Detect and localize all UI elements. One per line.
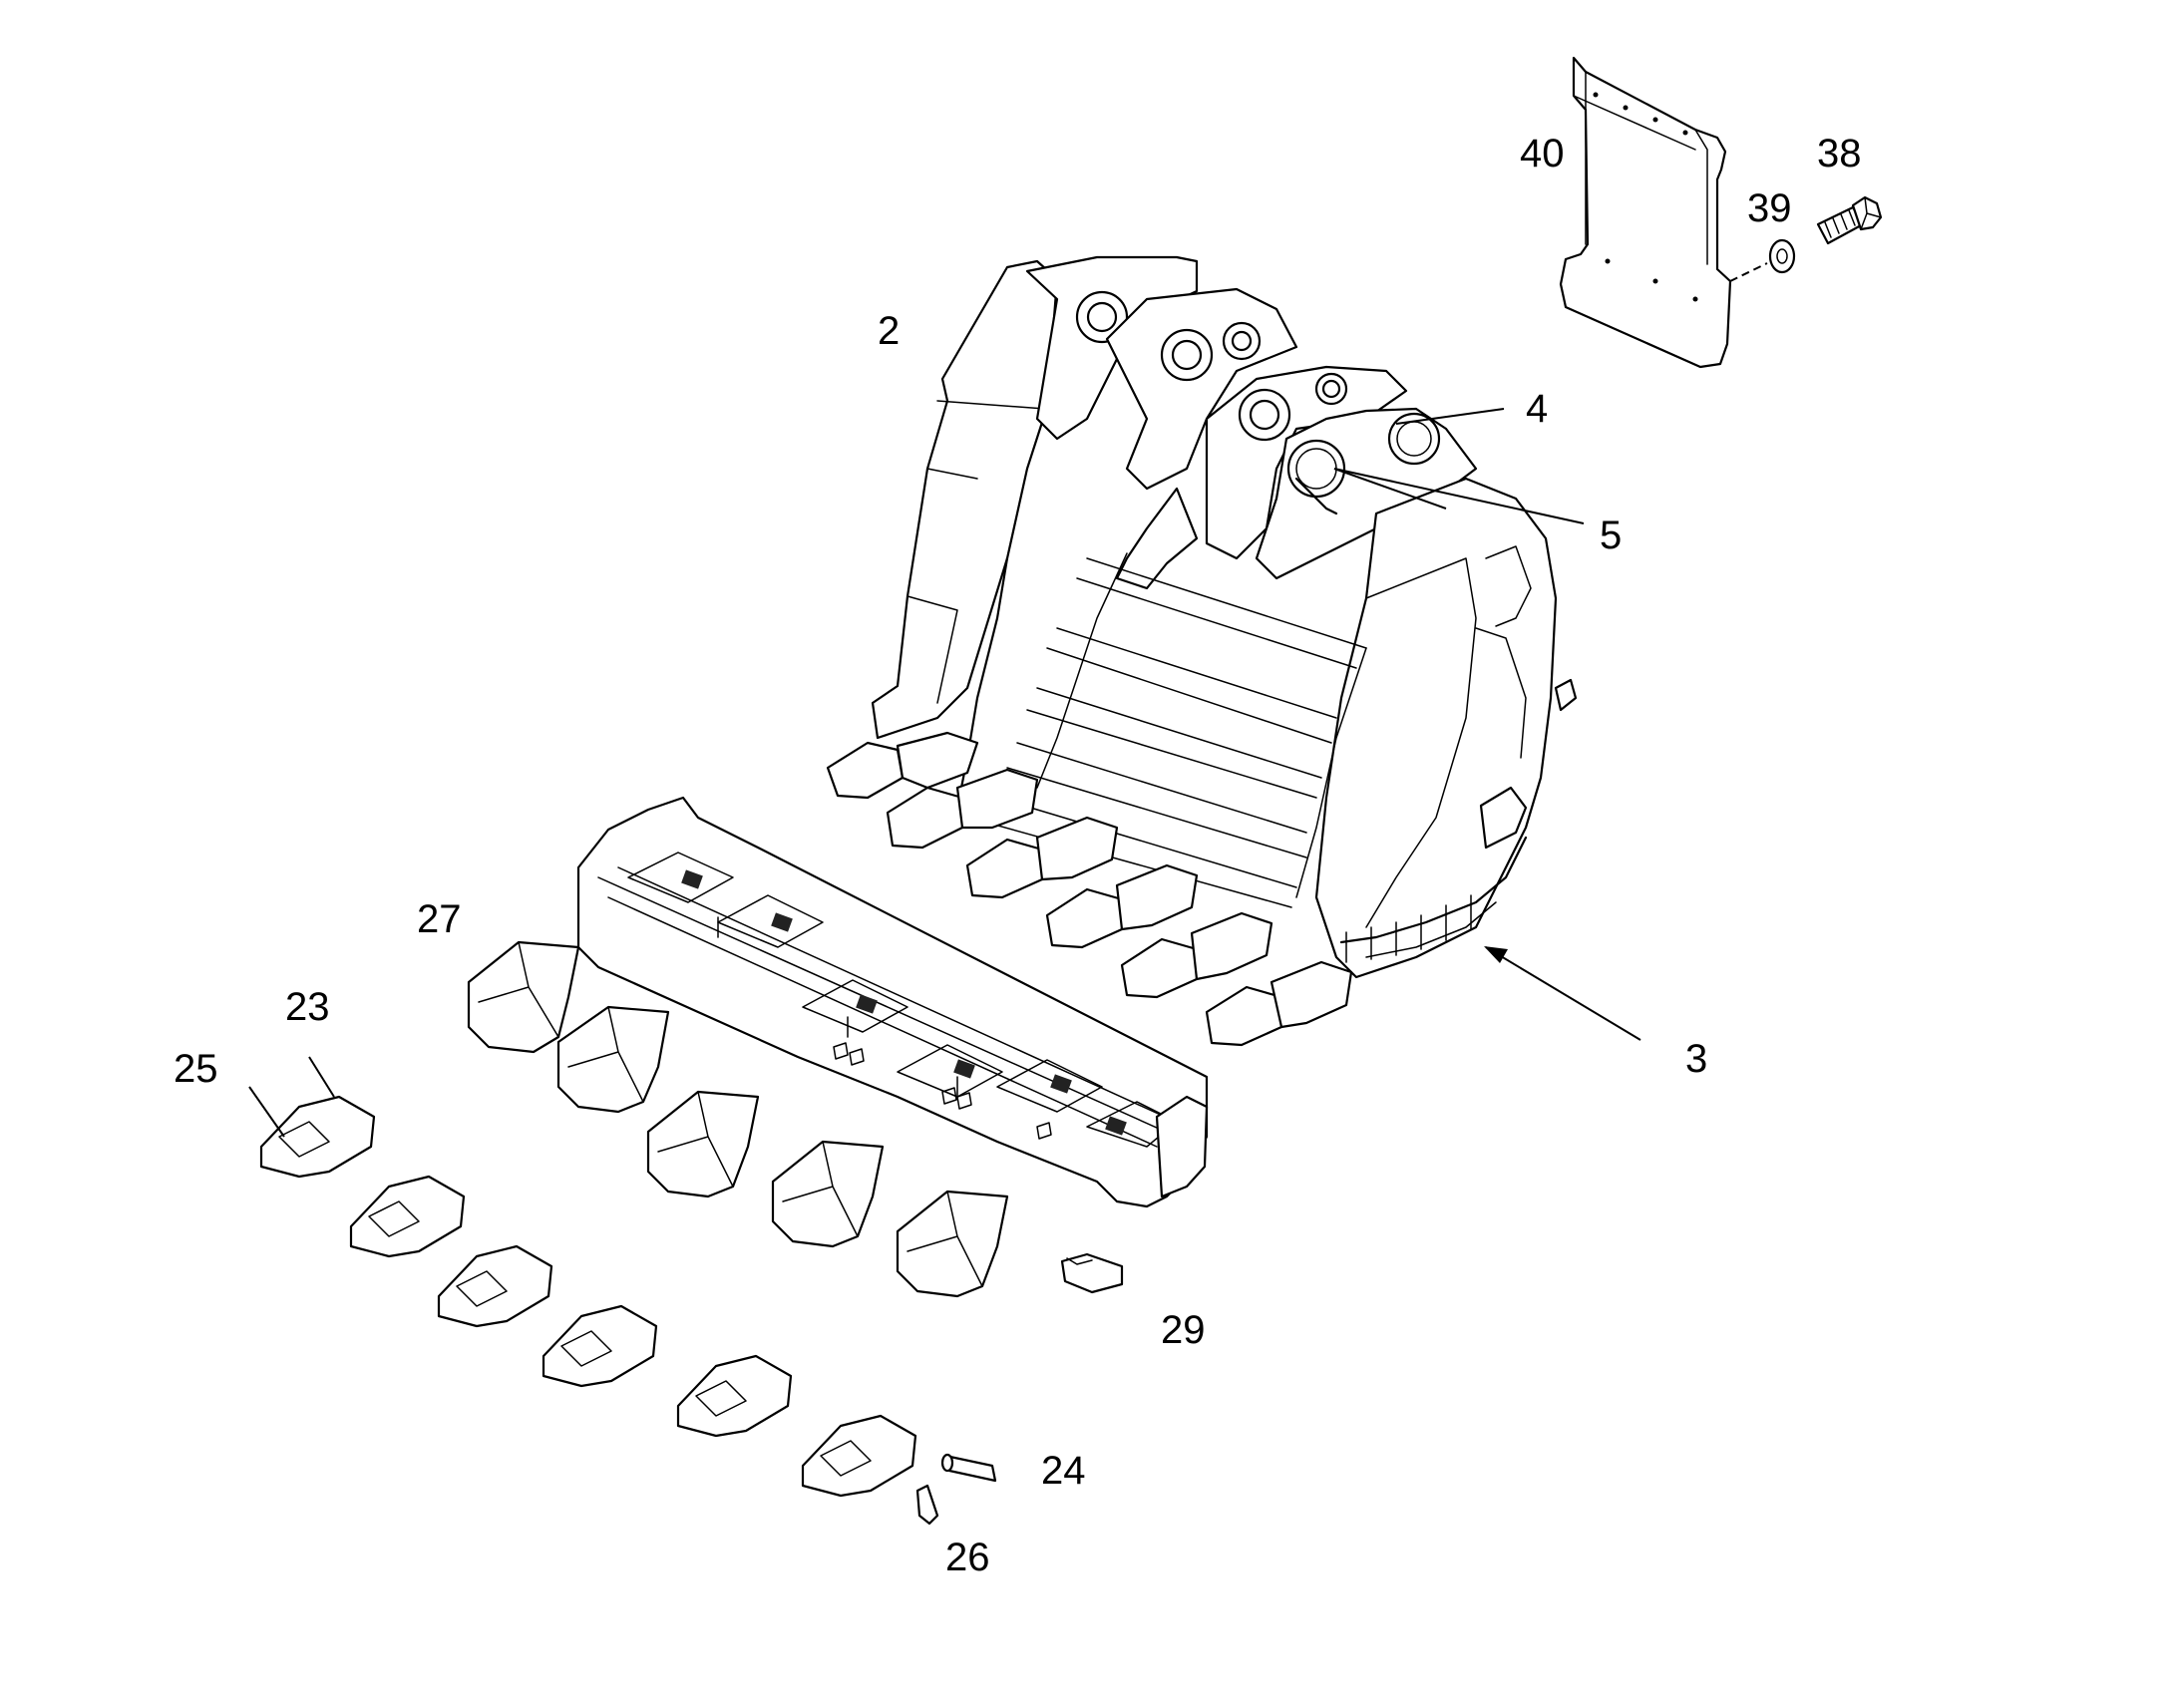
part-23-adapters[interactable] (259, 1095, 917, 1498)
callout-25: 25 (174, 1047, 218, 1091)
part-39-washer[interactable] (1729, 238, 1796, 282)
callout-40: 40 (1520, 132, 1565, 175)
part-26-retainer[interactable] (915, 1484, 939, 1526)
callout-3: 3 (1685, 1037, 1707, 1081)
part-27-tooth-tips[interactable] (467, 940, 1009, 1298)
callout-23: 23 (285, 985, 330, 1029)
callout-29: 29 (1161, 1308, 1206, 1352)
callout-27: 27 (417, 897, 462, 941)
part-3-leader (1484, 946, 1641, 1041)
part-2-bucket-body[interactable] (871, 255, 1578, 979)
part-40-wear-plate[interactable] (1559, 56, 1732, 369)
leader-lines (248, 408, 1585, 1138)
part-38-bolt[interactable] (1816, 195, 1883, 245)
callout-24: 24 (1041, 1449, 1086, 1493)
lip-adapter-assembly[interactable] (576, 796, 1209, 1208)
callout-39: 39 (1747, 186, 1792, 230)
bucket-lip-teeth (826, 731, 1353, 1047)
callout-38: 38 (1817, 132, 1862, 175)
part-29-lock[interactable] (1060, 1252, 1124, 1294)
callout-2: 2 (878, 309, 900, 353)
callout-5: 5 (1600, 513, 1622, 557)
callout-4: 4 (1526, 387, 1548, 431)
part-24-pin[interactable] (940, 1453, 997, 1483)
callout-labels: 40 38 39 2 4 5 3 27 23 25 29 24 26 (174, 132, 1862, 1579)
callout-26: 26 (945, 1536, 990, 1579)
